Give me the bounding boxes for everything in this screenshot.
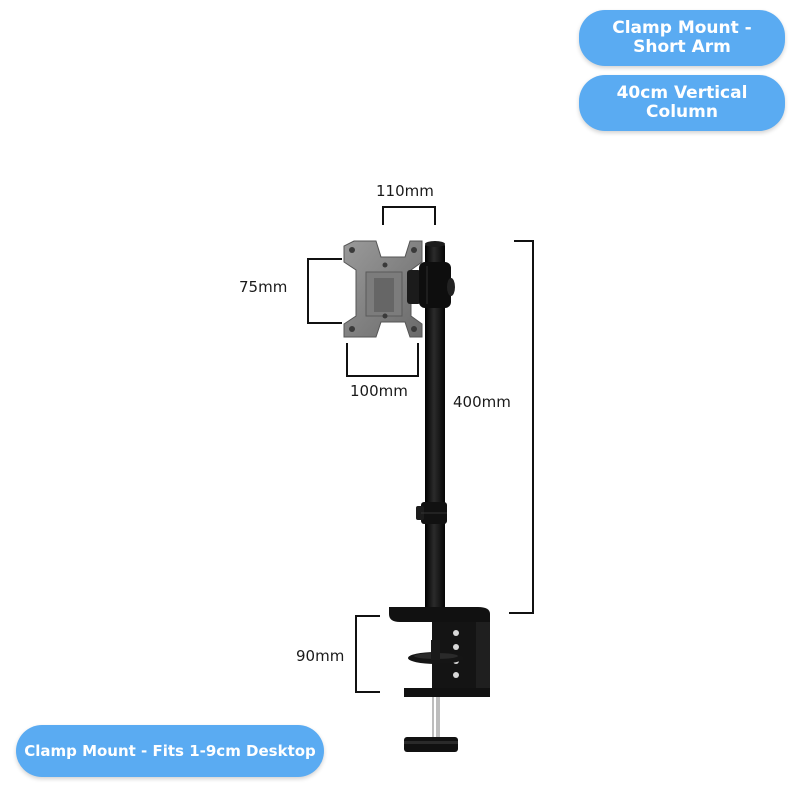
vesa-width-bracket [346,343,419,377]
top-width-bracket [382,206,436,225]
badge-vertical-column-text: 40cm Vertical Column [616,83,748,122]
badge-clamp-fits-text: Clamp Mount - Fits 1-9cm Desktop [24,741,316,760]
dimension-lines [307,206,534,693]
vesa-plate [343,240,423,338]
vesa-width-label: 100mm [350,382,408,400]
badge-clamp-short-arm-text: Clamp Mount - Short Arm [612,18,752,57]
vesa-height-bracket [307,258,342,324]
badge-clamp-short-arm: Clamp Mount - Short Arm [579,10,785,66]
tilt-joint [407,262,455,308]
top-width-label: 110mm [376,182,434,200]
pole-height-label: 400mm [453,393,511,411]
badge-clamp-fits: Clamp Mount - Fits 1-9cm Desktop [16,725,324,777]
clamp-height-bracket [355,615,380,693]
pole-height-bracket [509,240,534,614]
badge-vertical-column: 40cm Vertical Column [579,75,785,131]
clamp-height-label: 90mm [296,647,345,665]
base-plate [389,607,490,622]
vesa-height-label: 75mm [239,278,288,296]
clamp-screw [404,640,464,752]
pole-cap [425,241,445,247]
